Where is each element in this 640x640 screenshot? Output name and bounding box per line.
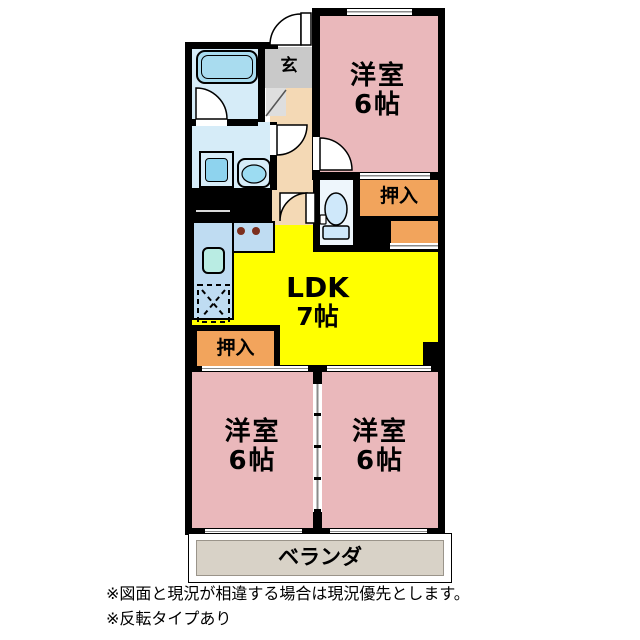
- closet-lower: [197, 331, 274, 366]
- wall-left: [185, 42, 192, 535]
- kitchen-sink: [202, 247, 225, 274]
- wall-storage-block: [360, 216, 391, 252]
- wall-bath-right: [258, 42, 265, 122]
- wall-ldk-notch: [423, 342, 438, 368]
- sliding-partition-rooms: [314, 384, 321, 512]
- door-opening-washroom: [270, 125, 277, 155]
- door-opening-bath: [196, 119, 227, 126]
- wall-right: [438, 8, 445, 535]
- entrance-step: [266, 88, 286, 116]
- sliding-door-storage: [390, 243, 438, 249]
- room-western-bottom-left: [192, 372, 313, 528]
- wall-washroom-hall: [270, 122, 277, 190]
- wall-storage-top: [390, 216, 438, 221]
- room-name: 洋室: [349, 61, 406, 91]
- wall-bottom: [185, 528, 445, 535]
- washing-machine-drum: [205, 158, 228, 182]
- bathtub-inner: [201, 55, 253, 79]
- room-size: 6帖: [353, 90, 403, 121]
- door-opening-room1: [313, 137, 320, 170]
- disclaimer-line-2: ※反転タイプあり: [106, 609, 232, 628]
- storage-box: [390, 221, 438, 243]
- disclaimer-notes: ※図面と現況が相違する場合は現況優先とします。 ※反転タイプあり: [106, 581, 470, 631]
- room-toilet: [320, 180, 353, 245]
- label-western-bottom-right: 洋室 6帖: [322, 417, 438, 477]
- wall-kitchen-top: [192, 188, 272, 222]
- label-entrance: 玄: [280, 56, 298, 76]
- wall-top-entrance: [265, 42, 278, 49]
- sliding-door-closet-upper: [360, 173, 430, 179]
- window-veranda-right: [330, 529, 427, 534]
- room-name: 洋室: [224, 417, 281, 447]
- disclaimer-line-1: ※図面と現況が相違する場合は現況優先とします。: [106, 584, 470, 603]
- room-size: 6帖: [228, 446, 277, 477]
- wall-storage-bottom: [389, 248, 438, 252]
- label-western-top: 洋室 6帖: [318, 61, 438, 121]
- washbasin: [237, 158, 271, 188]
- vent-line: [196, 210, 230, 212]
- door-leaf-entrance: [300, 12, 312, 46]
- sliding-door-room2: [202, 366, 308, 371]
- wall-partition-stub-top: [313, 368, 322, 384]
- wall-partition-stub-bottom: [313, 512, 322, 528]
- wall-top-left: [185, 42, 265, 49]
- label-western-bottom-left: 洋室 6帖: [192, 417, 313, 477]
- wall-toilet-left: [313, 180, 320, 252]
- room-size: 7帖: [296, 302, 339, 332]
- wall-toilet-bottom: [313, 245, 360, 252]
- label-closet-upper: 押入: [379, 185, 418, 207]
- wall-room1-left: [312, 8, 320, 180]
- room-name: LDK: [286, 271, 349, 304]
- closet-upper: [360, 180, 438, 216]
- wall-toilet-right: [353, 180, 360, 252]
- label-veranda: ベランダ: [278, 545, 362, 569]
- sliding-door-room3: [327, 366, 431, 371]
- room-name: 洋室: [351, 417, 408, 447]
- veranda-floor: [196, 540, 444, 576]
- room-western-bottom-right: [322, 372, 438, 528]
- label-closet-lower: 押入: [216, 337, 255, 359]
- label-ldk: LDK 7帖: [255, 272, 380, 331]
- room-size: 6帖: [355, 446, 405, 477]
- window-veranda-left: [205, 529, 302, 534]
- room-entrance: [265, 47, 313, 88]
- door-arc-entrance: [269, 13, 302, 46]
- window-top: [347, 9, 412, 15]
